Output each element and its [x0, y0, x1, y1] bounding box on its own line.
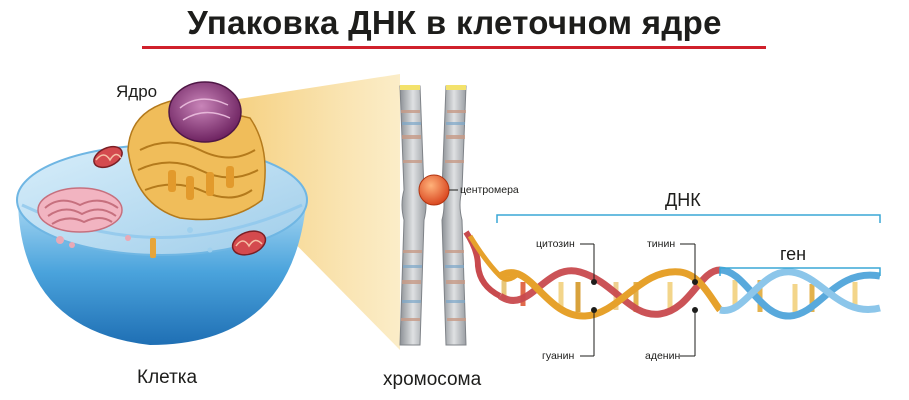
- zoom-projection: [232, 74, 400, 350]
- label-nucleus: Ядро: [116, 82, 158, 101]
- page-title: Упаковка ДНК в клеточном ядре: [187, 4, 722, 41]
- reticulum-icon: [37, 187, 123, 233]
- centromere-icon: [418, 174, 450, 206]
- label-centromere: центромера: [460, 184, 519, 196]
- chromosome-illustration: [399, 85, 467, 346]
- label-guanine: гуанин: [542, 350, 575, 362]
- cell-illustration: [16, 81, 308, 345]
- label-cytosine: цитозин: [536, 238, 575, 250]
- label-gene: ген: [780, 244, 807, 264]
- dna-bracket: [496, 214, 881, 223]
- title-underline: [142, 46, 766, 49]
- label-cell: Клетка: [137, 367, 198, 388]
- leader-lines: [580, 243, 696, 357]
- label-dna: ДНК: [665, 190, 701, 210]
- gene-bracket: [719, 267, 881, 276]
- dna-helix: [463, 230, 881, 320]
- label-chromosome: хромосома: [383, 369, 482, 390]
- mitochondrion-icon: [231, 230, 267, 256]
- label-thymine: тинин: [647, 238, 676, 250]
- label-adenine: аденин: [645, 350, 681, 362]
- centriole-icon: [150, 238, 156, 258]
